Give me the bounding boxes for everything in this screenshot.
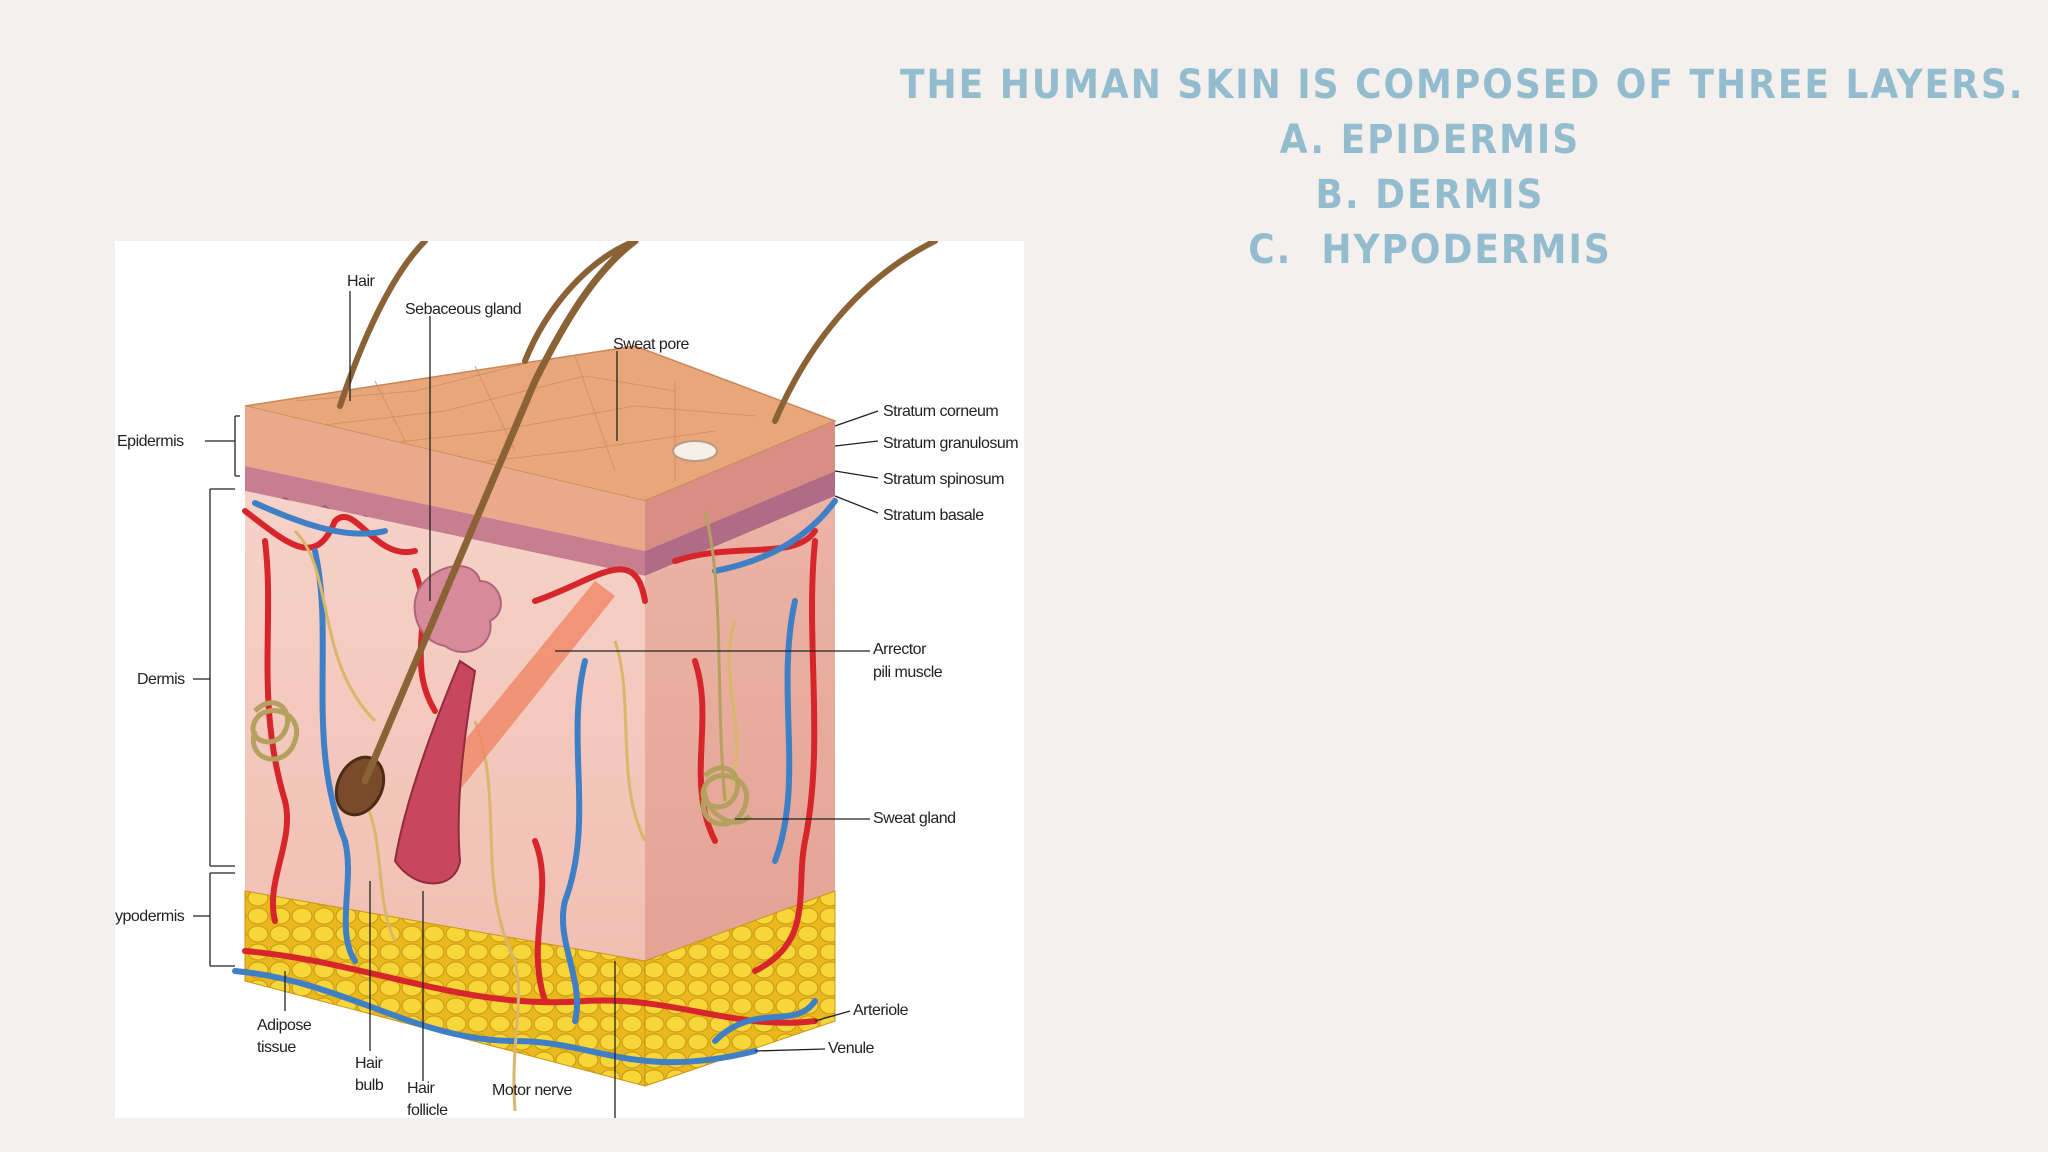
slide-item-epidermis: A. Epidermis [1279, 117, 1581, 163]
label-arteriole: Arteriole [853, 1002, 909, 1019]
epidermis-front-layer [245, 406, 645, 551]
label-venule: Venule [828, 1040, 875, 1057]
label-sweat-pore: Sweat pore [613, 336, 690, 353]
epidermis-side-layer [645, 421, 835, 551]
label-motor-nerve: Motor nerve [492, 1082, 572, 1099]
label-hair-follicle-2: follicle [407, 1102, 448, 1118]
arrector-pili-muscle [415, 581, 615, 821]
label-hair-bulb-2: bulb [355, 1077, 384, 1094]
sweat-pore-droplet [672, 440, 718, 462]
label-hypodermis: ypodermis [115, 908, 185, 925]
hairs [337, 241, 938, 785]
label-stratum-granulosum: Stratum granulosum [883, 435, 1018, 452]
label-tissue: tissue [257, 1039, 296, 1056]
sebaceous-gland [413, 565, 502, 653]
nerves [293, 529, 739, 1112]
label-sebaceous-gland: Sebaceous gland [405, 301, 521, 318]
slide-item-dermis: B. Dermis [1315, 172, 1545, 218]
label-stratum-spinosum: Stratum spinosum [883, 471, 1004, 488]
label-hair: Hair [347, 273, 376, 290]
slide-item-hypodermis: C. Hypodermis [1248, 227, 1612, 273]
label-leader-lines [193, 291, 879, 1118]
label-stratum-basale: Stratum basale [883, 507, 984, 524]
dermis-side [645, 496, 835, 961]
label-sweat-gland: Sweat gland [873, 810, 956, 827]
slide-heading: The human skin is composed of three laye… [900, 62, 2025, 108]
label-arrector: Arrector [873, 641, 927, 658]
skin-diagram: Hair Sebaceous gland Sweat pore Epidermi… [115, 241, 1019, 1118]
slide-text-block: The human skin is composed of three laye… [900, 58, 2025, 278]
hair-follicle [393, 659, 477, 885]
stratum-basale-wave [245, 466, 645, 576]
label-dermis: Dermis [137, 671, 185, 688]
label-adipose: Adipose [257, 1017, 312, 1034]
label-hair-follicle-1: Hair [407, 1080, 436, 1097]
label-epidermis: Epidermis [117, 433, 184, 450]
label-pili-muscle: pili muscle [873, 664, 943, 681]
label-hair-bulb-1: Hair [355, 1055, 384, 1072]
sweat-glands [250, 510, 752, 827]
skin-cross-section-figure: Hair Sebaceous gland Sweat pore Epidermi… [115, 241, 1024, 1118]
label-stratum-corneum: Stratum corneum [883, 403, 998, 420]
